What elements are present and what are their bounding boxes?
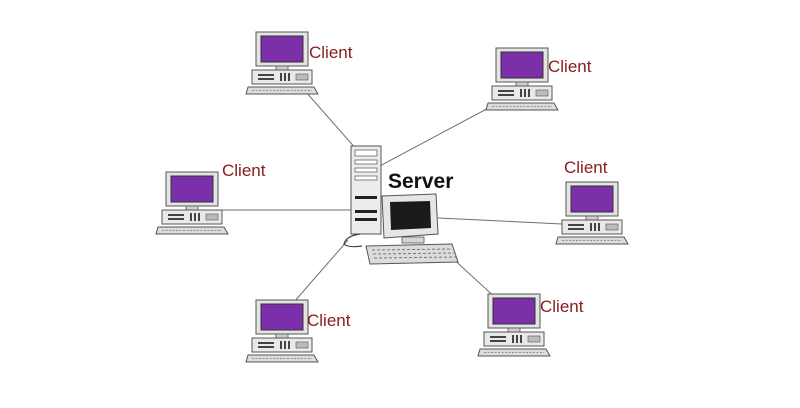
client-node-4: Client: [555, 158, 629, 245]
client-node-5: Client: [245, 299, 351, 363]
link-server-client-4: [437, 217, 563, 225]
server-label: Server: [388, 170, 453, 193]
client-label: Client: [222, 161, 266, 180]
client-label: Client: [540, 297, 584, 316]
link-server-client-1: [305, 91, 358, 151]
server-monitor: [381, 193, 439, 244]
link-server-client-2: [375, 103, 497, 169]
client-label: Client: [309, 43, 353, 62]
client-label: Client: [548, 57, 592, 76]
server-keyboard: [365, 243, 459, 265]
client-node-2: Client: [485, 47, 592, 111]
client-label: Client: [564, 158, 608, 177]
client-node-6: Client: [477, 293, 584, 357]
client-computer-icon: [555, 181, 629, 245]
connection-lines: [218, 91, 563, 303]
link-server-client-6: [449, 255, 499, 301]
link-server-client-5: [293, 239, 349, 303]
client-computer-icon: [245, 31, 319, 95]
server-tower: [343, 145, 382, 248]
client-computer-icon: [245, 299, 319, 363]
client-label: Client: [307, 311, 351, 330]
client-node-3: Client: [155, 161, 266, 235]
client-node-1: Client: [245, 31, 353, 95]
client-computer-icon: [155, 171, 229, 235]
